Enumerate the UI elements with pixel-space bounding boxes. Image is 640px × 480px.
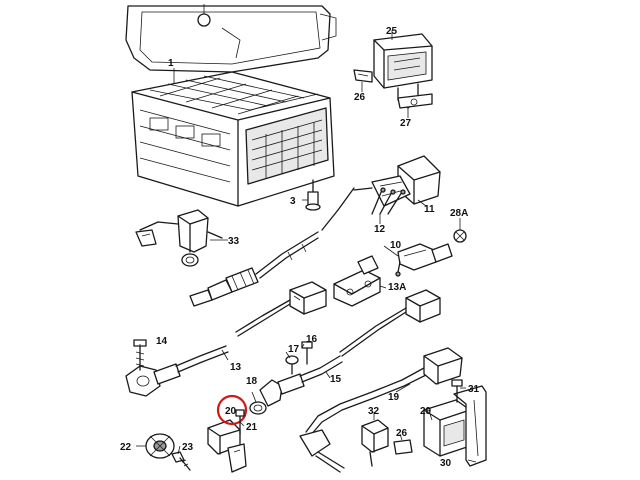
bolt-31	[451, 379, 463, 403]
sensor-20	[207, 419, 247, 473]
bracket-nut	[197, 13, 211, 27]
bracket-30	[453, 385, 487, 467]
callout-26-lower: 26	[396, 428, 408, 439]
callout-32: 32	[368, 406, 380, 417]
callout-18: 18	[246, 376, 258, 387]
connector-15-plug	[339, 289, 441, 357]
screw-21	[235, 409, 245, 435]
oxygen-sensor	[189, 231, 319, 307]
callout-25: 25	[386, 26, 398, 37]
relay-plate-27	[397, 93, 433, 109]
pins-12	[371, 187, 406, 215]
callout-12: 12	[374, 224, 386, 235]
sensor-22	[145, 433, 175, 459]
callout-33: 33	[228, 236, 240, 247]
screw-3	[305, 179, 321, 211]
sensor-10	[395, 243, 453, 277]
leader-lines	[136, 30, 477, 463]
callout-10: 10	[390, 240, 402, 251]
callout-31: 31	[468, 384, 480, 395]
callout-3: 3	[290, 196, 296, 207]
relay-25	[373, 33, 433, 109]
clip-28A	[453, 229, 467, 243]
control-unit-connector	[245, 107, 329, 185]
relay-clip-26	[353, 69, 373, 83]
callout-27: 27	[400, 118, 412, 129]
callout-16: 16	[306, 334, 318, 345]
knock-sensor-13	[125, 345, 229, 397]
callout-17: 17	[288, 344, 300, 355]
callout-21: 21	[246, 422, 258, 433]
callout-labels: 1 3 10 11 12 13 13A 14 15 16 17 18 19 20…	[120, 26, 480, 469]
sensor-15	[259, 355, 343, 407]
callout-14: 14	[156, 336, 168, 347]
sensor-32	[361, 419, 389, 467]
callout-29: 29	[420, 406, 432, 417]
callout-28A: 28A	[450, 208, 468, 219]
callout-30: 30	[440, 458, 452, 469]
callout-15: 15	[330, 374, 342, 385]
washer-17	[285, 355, 299, 375]
highlight-circle-20	[216, 394, 248, 426]
callout-1: 1	[168, 58, 174, 69]
callout-19: 19	[388, 392, 400, 403]
callout-26-upper: 26	[354, 92, 366, 103]
o-ring-18	[249, 401, 267, 415]
callout-23: 23	[182, 442, 194, 453]
bracket-13A	[333, 255, 381, 307]
clip-26-lower	[393, 439, 413, 455]
callout-13A: 13A	[388, 282, 406, 293]
callout-22: 22	[120, 442, 132, 453]
connector-plug	[235, 281, 327, 337]
callout-11: 11	[424, 204, 435, 215]
cable-19	[299, 347, 463, 473]
control-unit-assembly	[125, 4, 337, 207]
bolt-14	[133, 339, 147, 371]
callout-20: 20	[225, 406, 237, 417]
bolt-23	[171, 451, 191, 471]
bolt-16	[301, 341, 313, 365]
valve-33	[135, 209, 223, 267]
callout-13: 13	[230, 362, 242, 373]
